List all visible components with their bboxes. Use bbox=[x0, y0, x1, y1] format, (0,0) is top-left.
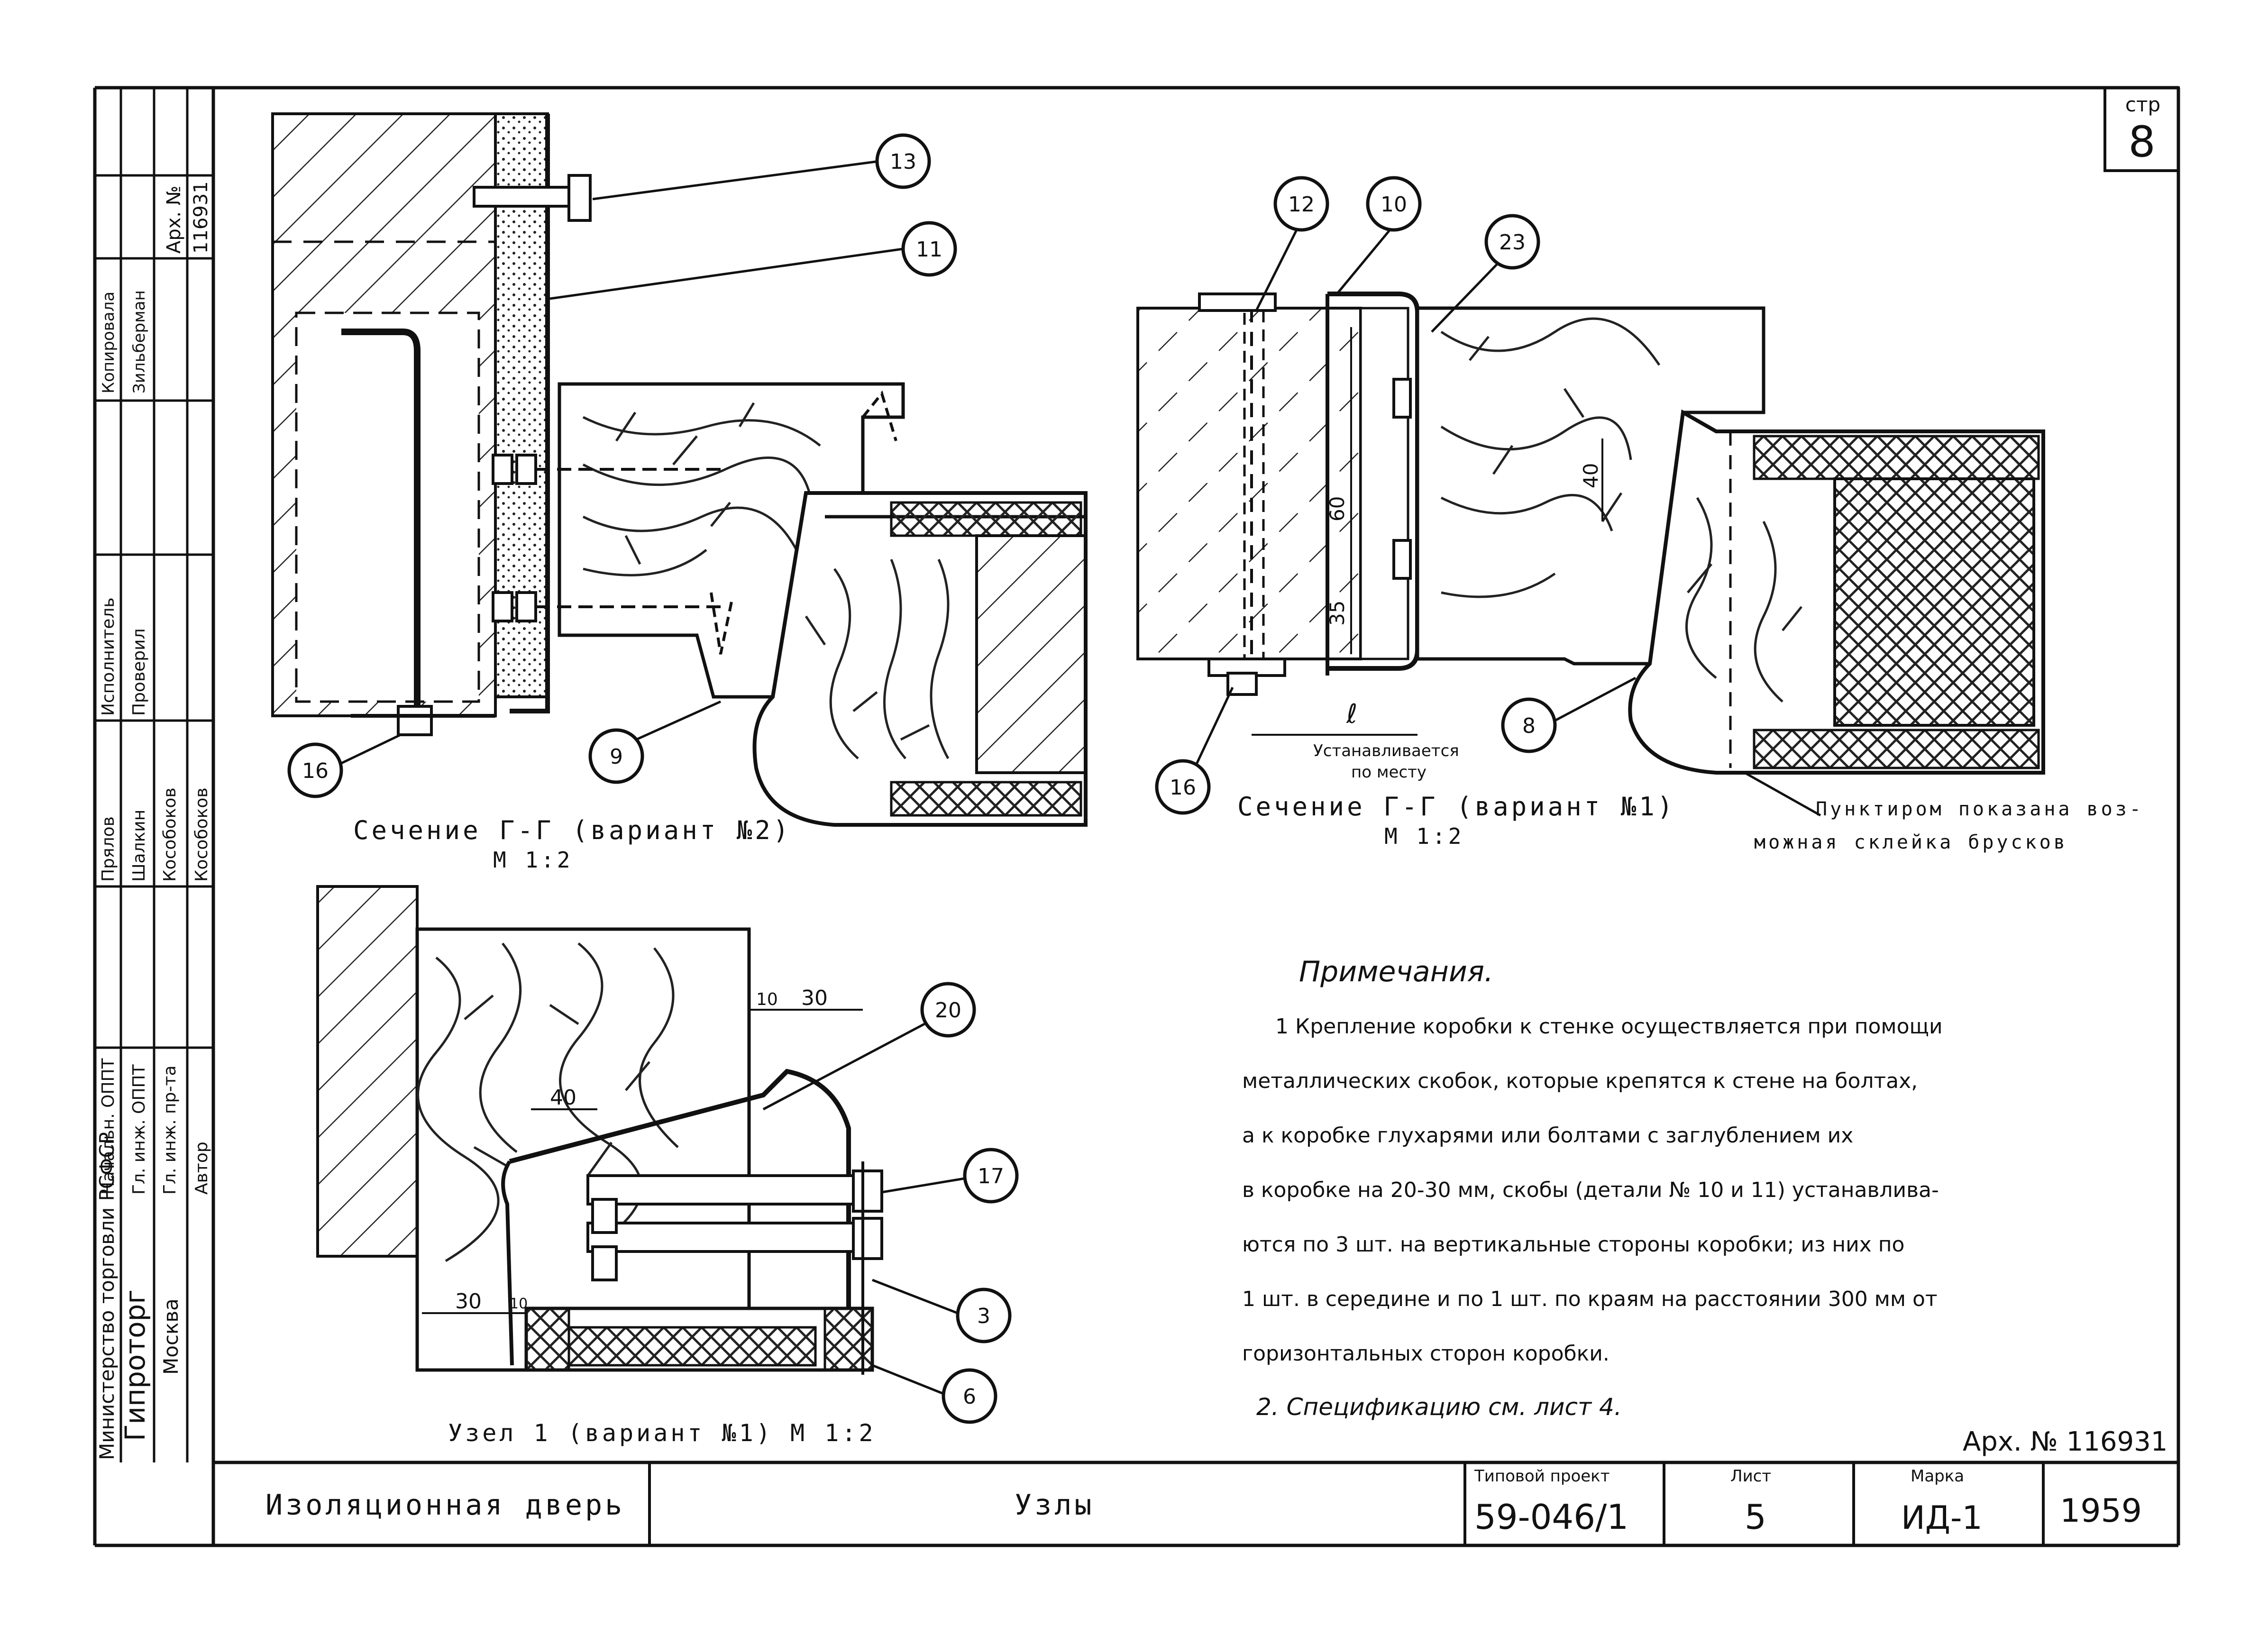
side-stamp bbox=[95, 88, 213, 1462]
caption-section-v1: Сечение Г-Г (вариант №1) bbox=[1237, 792, 1675, 822]
drawing-section-v1: 60 35 40 ℓ bbox=[1136, 292, 2144, 853]
callout-23: 23 bbox=[1484, 214, 1540, 270]
dim-35: 35 bbox=[1326, 601, 1349, 626]
list-label: Лист bbox=[1730, 1467, 1771, 1486]
notes-heading: Примечания. bbox=[1299, 955, 1493, 988]
copy-role-2: Зильберман bbox=[130, 290, 149, 393]
callout-12: 12 bbox=[1273, 176, 1329, 232]
page-number-box: стр 8 bbox=[2103, 86, 2180, 172]
dim-60: 60 bbox=[1326, 496, 1349, 521]
project-label: Типовой проект bbox=[1474, 1467, 1610, 1486]
role-1: Начальн. ОППТ bbox=[99, 1058, 118, 1195]
role-3: Гл. инж. пр-та bbox=[160, 1065, 180, 1195]
callout-10: 10 bbox=[1366, 176, 1422, 232]
dim-40-v1: 40 bbox=[1579, 463, 1602, 488]
joint-note-1: Пунктиром показана воз- bbox=[1816, 798, 2144, 820]
dim-10-node-bottom: 10 bbox=[510, 1296, 528, 1312]
svg-text:16: 16 bbox=[1170, 776, 1196, 800]
page-number: 8 bbox=[2128, 117, 2155, 167]
dim-40-node: 40 bbox=[550, 1086, 576, 1110]
list-number: 5 bbox=[1745, 1497, 1766, 1537]
svg-text:8: 8 bbox=[1522, 714, 1536, 738]
archive-label: Арх. № bbox=[163, 186, 185, 254]
callout-16-v1: 16 bbox=[1155, 759, 1211, 815]
copy-role-1: Копировала bbox=[99, 292, 118, 393]
setting-note-2: по месту bbox=[1351, 763, 1427, 782]
org-ministry: Министерство торговли РСФСР bbox=[95, 1132, 119, 1460]
svg-text:16: 16 bbox=[302, 759, 329, 783]
callout-8: 8 bbox=[1501, 697, 1557, 753]
notes-block: Примечания. 1 Крепление коробки к стенке… bbox=[1242, 955, 2167, 1457]
caption-section-v2: Сечение Г-Г (вариант №2) bbox=[353, 815, 791, 845]
caption-node: Узел 1 (вариант №1) М 1:2 bbox=[448, 1419, 876, 1447]
svg-text:11: 11 bbox=[916, 237, 942, 262]
dim-10-node: 10 bbox=[756, 990, 778, 1009]
product-name: Изоляционная дверь bbox=[265, 1489, 625, 1522]
callout-6: 6 bbox=[942, 1368, 997, 1424]
role-2: Гл. инж. ОППТ bbox=[129, 1064, 149, 1195]
note-line-3: а к коробке глухарями или болтами с загл… bbox=[1242, 1123, 1853, 1148]
svg-text:17: 17 bbox=[978, 1164, 1004, 1188]
note-line-2: металлических скобок, которые крепятся к… bbox=[1242, 1069, 1918, 1093]
mark-value: ИД-1 bbox=[1901, 1499, 1983, 1537]
note-line-7: горизонтальных сторон коробки. bbox=[1242, 1342, 1610, 1366]
side-stamp-text: Министерство торговли РСФСР Гипроторг Мо… bbox=[95, 181, 212, 1460]
callout-9: 9 bbox=[588, 728, 644, 784]
captions: Сечение Г-Г (вариант №2) М 1:2 Сечение Г… bbox=[353, 792, 1675, 1447]
note-line-6: 1 шт. в середине и по 1 шт. по краям на … bbox=[1242, 1287, 1938, 1311]
dim-l: ℓ bbox=[1346, 699, 1357, 730]
dim-30-node-top: 30 bbox=[801, 986, 828, 1010]
callout-13: 13 bbox=[875, 133, 931, 189]
mark-label: Марка bbox=[1911, 1467, 1964, 1486]
caption-section-v2-scale: М 1:2 bbox=[493, 847, 573, 873]
callout-17: 17 bbox=[963, 1148, 1019, 1204]
svg-text:12: 12 bbox=[1288, 192, 1315, 217]
page-label: стр bbox=[2125, 93, 2160, 116]
setting-note-1: Устанавливается bbox=[1313, 741, 1459, 760]
archive-number: 116931 bbox=[190, 181, 212, 254]
sheet-frame bbox=[93, 86, 2180, 1547]
org-name: Гипроторг bbox=[119, 1289, 151, 1441]
person-2: Шалкин bbox=[129, 810, 149, 882]
callout-11: 11 bbox=[901, 221, 957, 277]
note-line-5: ются по 3 шт. на вертикальные стороны ко… bbox=[1242, 1233, 1904, 1257]
dim-30-node-bottom: 30 bbox=[455, 1289, 482, 1314]
note-line-4: в коробке на 20-30 мм, скобы (детали № 1… bbox=[1242, 1178, 1939, 1202]
svg-text:20: 20 bbox=[935, 998, 961, 1023]
title-block bbox=[648, 1462, 2045, 1545]
drawing-node-1: 40 10 30 30 10 bbox=[316, 885, 883, 1375]
caption-section-v1-scale: М 1:2 bbox=[1384, 823, 1464, 849]
sheet-title: Узлы bbox=[1015, 1489, 1095, 1522]
callout-16-v2: 16 bbox=[287, 742, 343, 798]
exec-role-2: Проверил bbox=[129, 628, 149, 716]
person-3: Кособоков bbox=[160, 787, 180, 882]
joint-note-2: можная склейка брусков bbox=[1754, 831, 2068, 853]
project-number: 59-046/1 bbox=[1474, 1497, 1628, 1537]
role-4: Автор bbox=[192, 1142, 211, 1195]
title-block-text: Изоляционная дверь Узлы Типовой проект 5… bbox=[265, 1467, 2142, 1537]
callout-3: 3 bbox=[956, 1288, 1012, 1343]
year: 1959 bbox=[2060, 1492, 2142, 1530]
callout-leaders bbox=[340, 160, 1637, 1395]
svg-text:23: 23 bbox=[1499, 230, 1526, 255]
drawing-section-v2 bbox=[271, 112, 1088, 827]
exec-role-1: Исполнитель bbox=[99, 597, 118, 716]
person-4: Кособоков bbox=[192, 787, 211, 882]
person-1: Прялов bbox=[99, 816, 118, 882]
org-city: Москва bbox=[159, 1298, 183, 1375]
callout-bubbles: 13 11 16 9 12 10 23 8 16 20 17 3 6 bbox=[287, 133, 1557, 1424]
svg-text:9: 9 bbox=[610, 745, 623, 769]
svg-text:6: 6 bbox=[963, 1385, 976, 1409]
svg-text:10: 10 bbox=[1381, 192, 1407, 217]
note-line-8: 2. Спецификацию см. лист 4. bbox=[1256, 1393, 1622, 1421]
archive-ref: Арх. № 116931 bbox=[1963, 1426, 2167, 1457]
svg-text:3: 3 bbox=[977, 1304, 990, 1328]
note-line-1: 1 Крепление коробки к стенке осуществляе… bbox=[1275, 1014, 1943, 1039]
svg-text:13: 13 bbox=[890, 150, 916, 174]
callout-20: 20 bbox=[920, 982, 976, 1038]
